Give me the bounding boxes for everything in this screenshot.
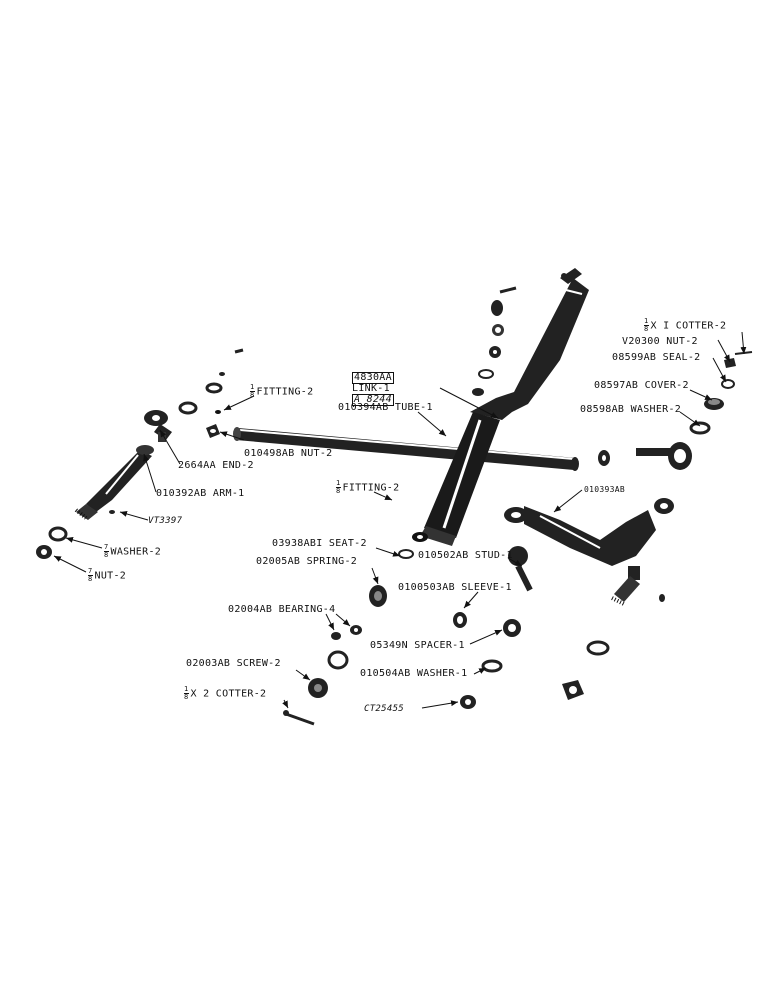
arm-part: [74, 445, 154, 520]
leader-lines: [53, 331, 747, 709]
label-washer-08598: 08598AB WASHER-2: [580, 404, 682, 415]
label-seat: 03938ABI SEAT-2: [272, 538, 367, 549]
lower-left-parts: [283, 625, 362, 726]
label-tube: 010394AB TUBE-1: [338, 402, 433, 413]
label-link: 4830AA LINK-1 A 8244: [352, 372, 394, 406]
label-nut-010498: 010498AB NUT-2: [244, 448, 333, 459]
label-arm-010393: 010393AB: [584, 485, 625, 494]
label-seal: 08599AB SEAL-2: [612, 352, 701, 363]
label-arm: 010392AB ARM-1: [156, 488, 245, 499]
label-vt: VT3397: [148, 516, 183, 526]
link-part: [412, 268, 589, 546]
upper-left-parts: [178, 348, 244, 438]
label-spring: 02005AB SPRING-2: [256, 556, 358, 567]
upper-center-parts: [472, 273, 567, 396]
label-washer-010504: 010504AB WASHER-1: [360, 668, 468, 679]
arm-010393-part: [504, 498, 674, 606]
label-stud: 010502AB STUD-1: [418, 550, 513, 561]
end-part: [144, 410, 172, 442]
tube-part: [233, 427, 579, 471]
far-left-parts: [36, 510, 115, 559]
center-lower-parts: [369, 546, 610, 709]
label-screw: 02003AB SCREW-2: [186, 658, 281, 669]
label-nut-v20300: V20300 NUT-2: [622, 336, 698, 347]
label-ct: CT25455: [364, 704, 405, 714]
label-cover: 08597AB COVER-2: [594, 380, 689, 391]
label-end: 2664AA END-2: [178, 460, 254, 471]
label-spacer: 05349N SPACER-1: [370, 640, 465, 651]
label-bearing: 02004AB BEARING-4: [228, 604, 336, 615]
label-sleeve: 0100503AB SLEEVE-1: [398, 582, 512, 593]
